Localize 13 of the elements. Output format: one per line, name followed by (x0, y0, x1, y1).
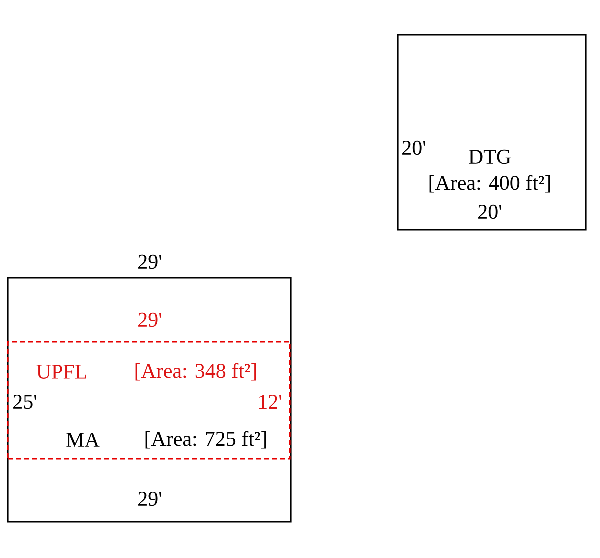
dimension-label: 25' (14, 394, 36, 410)
area-label: [Area: 725 ft²] (146, 431, 266, 449)
area-label: [Area: 400 ft²] (430, 175, 550, 193)
room-name: UPFL (36, 365, 86, 379)
dimension-label: 29' (138, 492, 162, 506)
dimension-label: 12' (259, 395, 282, 409)
room-name: DTG (469, 150, 511, 164)
dimension-label: 20' (478, 204, 502, 220)
dimension-label: 29' (138, 312, 162, 328)
area-label: [Area: 348 ft²] (136, 363, 256, 381)
dimension-label: 20' (402, 140, 426, 156)
room-name: MA (66, 433, 100, 447)
dimension-label: 29' (138, 254, 162, 270)
